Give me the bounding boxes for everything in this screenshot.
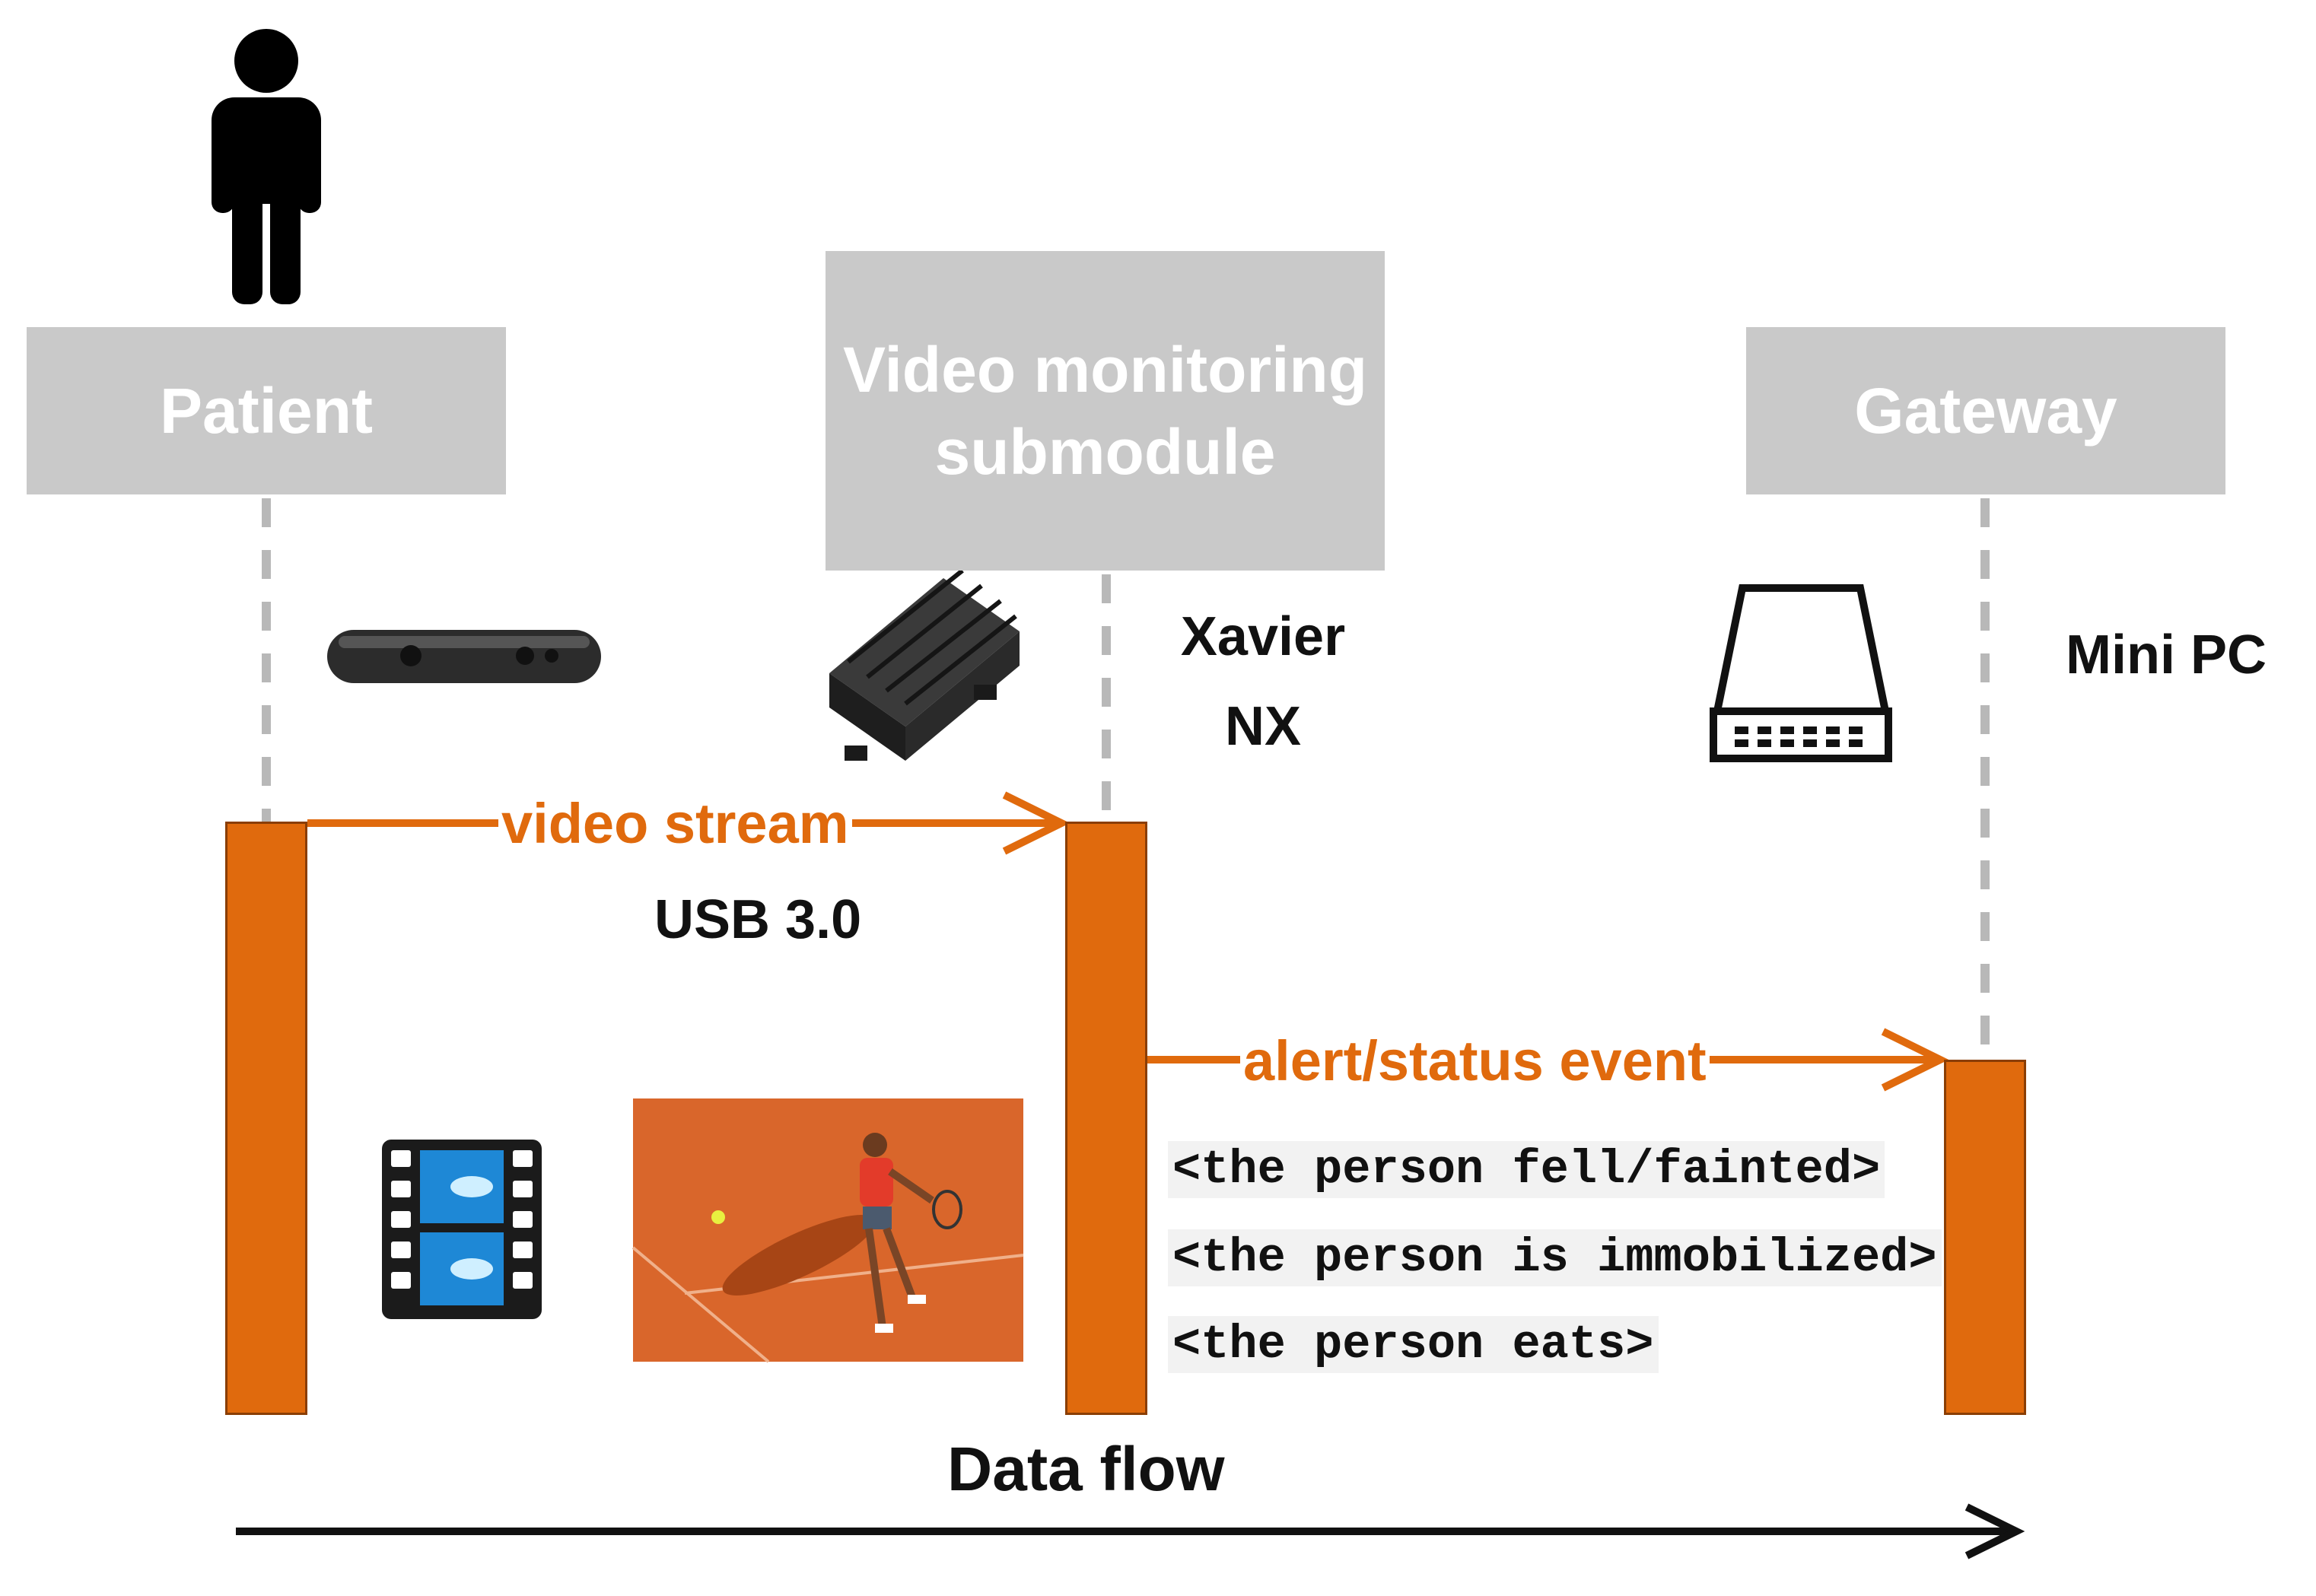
gateway-title: Gateway bbox=[1854, 374, 2117, 447]
event-item: <the person eats> bbox=[1168, 1316, 1659, 1373]
jetson-module-icon bbox=[829, 568, 1020, 761]
mini-pc-icon bbox=[1710, 584, 1892, 762]
person-icon bbox=[212, 29, 321, 304]
event-item: <the person fell/fainted> bbox=[1168, 1141, 1885, 1198]
patient-activation-bar bbox=[225, 822, 307, 1415]
mini-pc-label: Mini PC bbox=[2066, 625, 2267, 685]
tennis-player-photo bbox=[631, 1098, 1024, 1363]
alert-status-label: alert/status event bbox=[1240, 1028, 1710, 1093]
video-monitoring-activation-bar bbox=[1065, 822, 1147, 1415]
gateway-lifeline-header: Gateway bbox=[1746, 327, 2225, 494]
usb-connection-label: USB 3.0 bbox=[654, 889, 862, 950]
event-item: <the person is immobilized> bbox=[1168, 1229, 1942, 1286]
xavier-nx-label: Xavier NX bbox=[1180, 606, 1346, 757]
video-monitoring-header: Video monitoring submodule bbox=[826, 251, 1385, 571]
gateway-activation-bar bbox=[1944, 1060, 2026, 1415]
film-strip-icon bbox=[382, 1140, 542, 1319]
depth-camera-icon bbox=[327, 630, 601, 683]
video-stream-label: video stream bbox=[498, 791, 852, 856]
patient-title: Patient bbox=[159, 374, 374, 447]
patient-lifeline-header: Patient bbox=[27, 327, 506, 494]
data-flow-arrow bbox=[236, 1503, 2025, 1559]
data-flow-label: Data flow bbox=[947, 1435, 1225, 1504]
video-monitoring-title: Video monitoring submodule bbox=[842, 334, 1368, 488]
